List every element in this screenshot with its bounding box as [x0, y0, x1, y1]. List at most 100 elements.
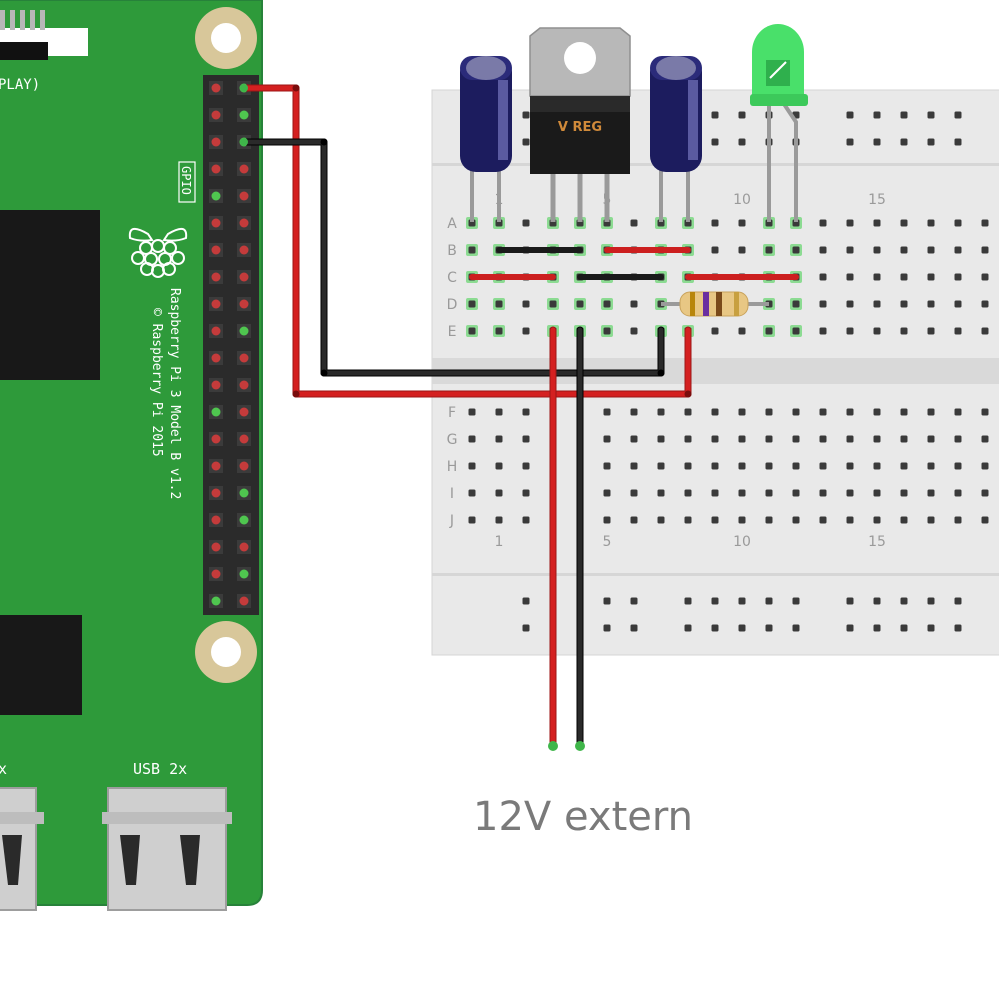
breadboard-hole	[846, 624, 854, 632]
row-label: C	[447, 270, 457, 286]
voltage-regulator: V REG	[529, 27, 631, 222]
raspberry-logo	[128, 227, 188, 278]
breadboard-hole	[603, 624, 611, 632]
breadboard-hole	[468, 516, 476, 524]
breadboard-hole	[954, 408, 962, 416]
breadboard-hole	[738, 327, 746, 335]
column-number: 5	[603, 534, 612, 550]
breadboard-hole	[738, 462, 746, 470]
breadboard-hole	[738, 111, 746, 119]
breadboard-hole	[765, 246, 773, 254]
breadboard-hole	[738, 435, 746, 443]
breadboard-hole	[873, 462, 881, 470]
breadboard-hole	[954, 246, 962, 254]
breadboard-hole	[468, 300, 476, 308]
breadboard-hole	[846, 300, 854, 308]
breadboard-hole	[792, 246, 800, 254]
breadboard-hole	[549, 300, 557, 308]
breadboard-hole	[927, 300, 935, 308]
gpio-header	[203, 75, 259, 615]
breadboard-hole	[630, 489, 638, 497]
breadboard-hole	[927, 462, 935, 470]
breadboard-hole	[738, 246, 746, 254]
breadboard-hole	[765, 597, 773, 605]
breadboard-hole	[630, 462, 638, 470]
breadboard-hole	[711, 435, 719, 443]
capacitor-left	[460, 56, 512, 222]
breadboard-hole	[468, 408, 476, 416]
breadboard-hole	[981, 300, 989, 308]
breadboard-hole	[819, 327, 827, 335]
breadboard-hole	[954, 219, 962, 227]
breadboard-hole	[927, 408, 935, 416]
breadboard-hole	[468, 327, 476, 335]
row-label: J	[449, 513, 454, 529]
breadboard-hole	[792, 624, 800, 632]
row-label: B	[447, 243, 457, 259]
breadboard-hole	[711, 597, 719, 605]
breadboard-hole	[846, 246, 854, 254]
breadboard-hole	[954, 300, 962, 308]
row-label: E	[448, 324, 457, 340]
breadboard-hole	[900, 516, 908, 524]
breadboard-hole	[927, 111, 935, 119]
breadboard-hole	[900, 624, 908, 632]
breadboard-hole	[522, 219, 530, 227]
breadboard-hole	[630, 435, 638, 443]
regulator-label: V REG	[558, 120, 602, 135]
usb-port-left	[0, 787, 44, 911]
column-number: 10	[733, 534, 751, 550]
breadboard-hole	[846, 516, 854, 524]
breadboard-hole	[873, 597, 881, 605]
breadboard-hole	[495, 408, 503, 416]
breadboard-hole	[954, 462, 962, 470]
breadboard-hole	[765, 624, 773, 632]
breadboard-hole	[792, 327, 800, 335]
breadboard-hole	[630, 408, 638, 416]
breadboard-hole	[900, 489, 908, 497]
breadboard-hole	[792, 516, 800, 524]
breadboard-hole	[846, 138, 854, 146]
breadboard-hole	[900, 219, 908, 227]
row-label: F	[448, 405, 456, 421]
row-label: A	[447, 216, 457, 232]
breadboard-hole	[522, 489, 530, 497]
row-label: D	[447, 297, 458, 313]
breadboard-hole	[603, 435, 611, 443]
breadboard-hole	[954, 489, 962, 497]
breadboard-hole	[954, 273, 962, 281]
breadboard-hole	[657, 489, 665, 497]
breadboard-hole	[846, 462, 854, 470]
breadboard-hole	[738, 138, 746, 146]
breadboard-hole	[846, 489, 854, 497]
capacitor-right	[650, 56, 702, 222]
breadboard-hole	[981, 327, 989, 335]
column-number: 15	[868, 192, 886, 208]
breadboard-hole	[738, 597, 746, 605]
external-power-caption: 12V extern	[473, 794, 693, 840]
breadboard-hole	[657, 462, 665, 470]
breadboard-hole	[711, 408, 719, 416]
breadboard-hole	[900, 246, 908, 254]
breadboard-hole	[954, 597, 962, 605]
breadboard-hole	[711, 138, 719, 146]
breadboard-hole	[630, 516, 638, 524]
breadboard-hole	[630, 300, 638, 308]
breadboard-hole	[495, 489, 503, 497]
breadboard-hole	[657, 516, 665, 524]
breadboard-hole	[684, 435, 692, 443]
green-led	[750, 24, 808, 222]
breadboard-hole	[981, 435, 989, 443]
breadboard-hole	[495, 327, 503, 335]
breadboard-hole	[900, 435, 908, 443]
row-label: I	[450, 486, 454, 502]
breadboard-hole	[819, 273, 827, 281]
breadboard-hole	[522, 300, 530, 308]
breadboard-hole	[792, 462, 800, 470]
breadboard-hole	[900, 327, 908, 335]
breadboard-hole	[468, 435, 476, 443]
breadboard-hole	[954, 516, 962, 524]
breadboard-hole	[927, 624, 935, 632]
breadboard-hole	[954, 624, 962, 632]
